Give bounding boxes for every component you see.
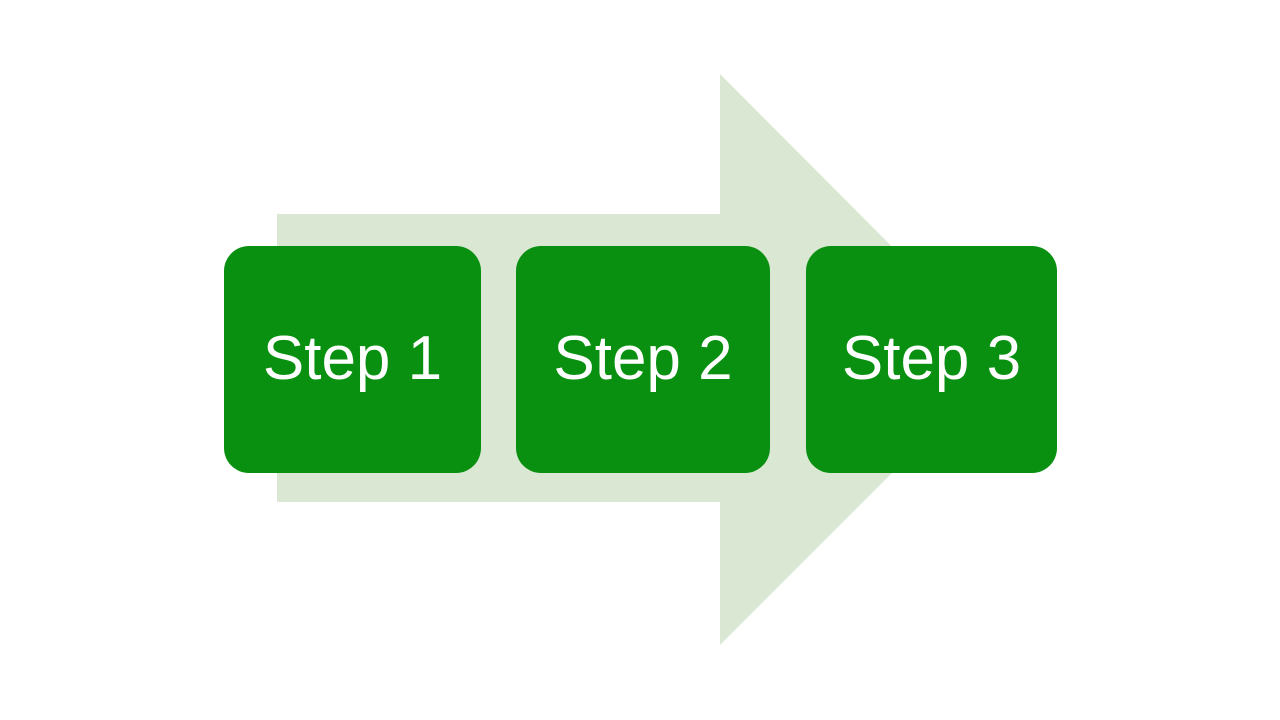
step-box-1-label: Step 1 [262,324,443,394]
step-box-2-label: Step 2 [553,324,733,394]
step-box-1[interactable]: Step 1 [224,246,481,473]
step-box-3[interactable]: Step 3 [806,246,1057,473]
step-box-2[interactable]: Step 2 [516,246,770,473]
step-box-3-label: Step 3 [841,324,1022,394]
